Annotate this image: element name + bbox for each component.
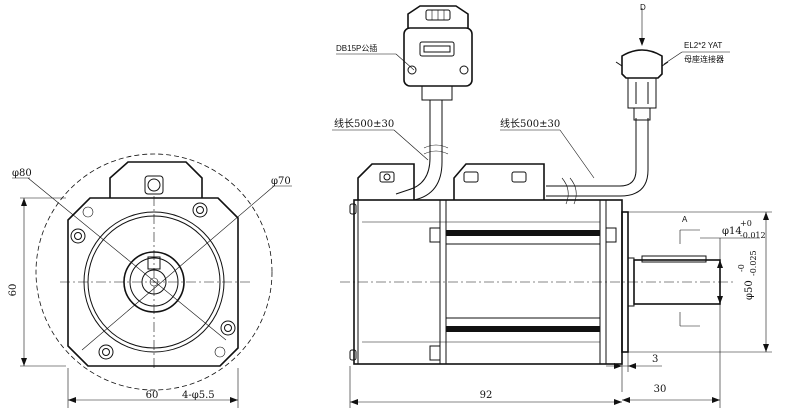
- pilot-tol-lower: -0.025: [749, 250, 758, 276]
- front-connector-housing: [109, 161, 203, 198]
- shaft-diameter-label: φ14: [722, 226, 742, 237]
- db15p-label: DB15P公插: [336, 43, 377, 53]
- mounting-hole: [98, 344, 114, 360]
- dia-80-label: φ80: [12, 168, 32, 179]
- power-connector: [615, 8, 669, 121]
- encoder-cable-length-label: 线长500±30: [334, 117, 394, 130]
- mounting-hole: [70, 228, 86, 244]
- db15p-connector: [403, 5, 473, 101]
- width-dimension-label: 60: [146, 390, 159, 401]
- encoder-cable: [395, 100, 431, 195]
- pilot-tol-upper: -0: [737, 264, 746, 272]
- cooling-band: [446, 230, 600, 236]
- shaft-keyway: [641, 255, 707, 263]
- dia-70-label: φ70: [271, 176, 291, 187]
- shaft-tol-upper: +0: [740, 219, 752, 228]
- body-length-label: 92: [480, 390, 493, 401]
- power-cable-length-label: 线长500±30: [500, 117, 560, 130]
- view-d-label: D: [640, 3, 646, 12]
- front-connector-socket: [144, 175, 164, 195]
- encoder-connector-housing: [357, 163, 415, 200]
- shaft-length-label: 30: [654, 384, 667, 395]
- side-view: DB15P公插 线长500±30 D EL2*2 YAT 母座连接器: [332, 3, 772, 408]
- power-connector-type-label: 母座连接器: [684, 54, 724, 64]
- mounting-hole: [192, 202, 208, 218]
- square-flange: [67, 197, 239, 367]
- section-a-label: A: [682, 215, 688, 224]
- holes-dimension-label: 4-φ5.5: [182, 390, 215, 401]
- shaft-tol-lower: -0.012: [740, 231, 766, 240]
- power-cable: [546, 118, 637, 187]
- power-connector-model-label: EL2*2 YAT: [684, 41, 722, 50]
- mounting-hole: [220, 320, 236, 336]
- cooling-band: [446, 326, 600, 332]
- power-connector-housing: [453, 163, 545, 200]
- flange-bolt-circle-outline: [35, 153, 273, 391]
- height-dimension-label: 60: [8, 284, 19, 297]
- flange-thickness-label: 3: [652, 354, 658, 365]
- front-view: 60 60 4-φ5.5 φ80 φ70: [8, 153, 292, 408]
- pilot-diameter-label: φ50: [744, 280, 755, 300]
